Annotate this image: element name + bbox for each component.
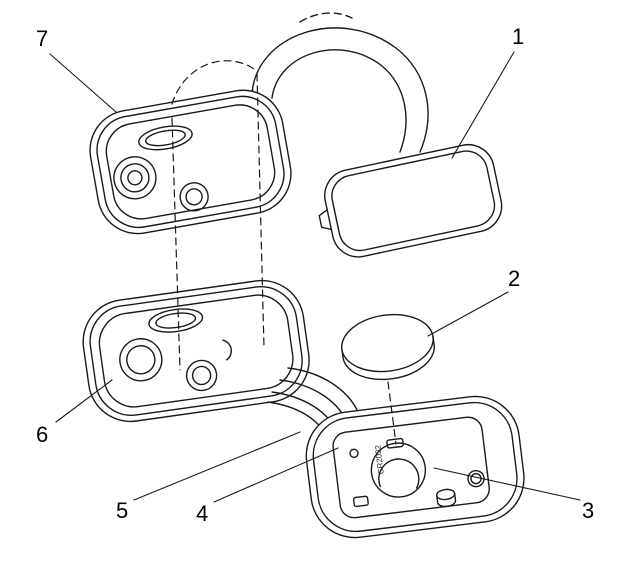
battery-holder [370, 442, 427, 498]
upper-small-button [179, 182, 209, 212]
upper-large-button [113, 156, 157, 200]
alignment-dashes [171, 60, 397, 445]
board-component-dot [349, 448, 359, 459]
middle-housing-part [82, 279, 310, 423]
leader-line-5 [133, 431, 301, 501]
leader-line-6 [55, 379, 113, 423]
cover-flap-part [318, 143, 503, 258]
battery-part [341, 313, 435, 381]
middle-small-opening [185, 359, 218, 392]
board-component [352, 495, 369, 508]
cover-strap [251, 12, 429, 153]
callout-4: 4 [196, 501, 209, 526]
flap-tab [318, 209, 333, 231]
circuit-board [332, 416, 490, 519]
leader-line-4 [213, 447, 339, 503]
callout-2: 2 [508, 266, 521, 291]
middle-crescent-detail [222, 339, 232, 361]
leader-line-1 [451, 51, 515, 159]
upper-cover-part [89, 89, 292, 235]
battery-side [341, 335, 435, 381]
upper-cover-outline [89, 89, 292, 235]
middle-housing-outline [82, 279, 310, 423]
leader-line-3 [433, 467, 581, 501]
leader-line-2 [427, 291, 509, 337]
housing-post-right [467, 469, 485, 488]
upper-oval-slot [138, 125, 193, 151]
lower-housing-part: CR2032 [305, 395, 525, 539]
leader-line-7 [49, 53, 117, 113]
callout-1: 1 [512, 24, 525, 49]
leader-lines [49, 51, 581, 503]
middle-large-opening [119, 338, 163, 382]
middle-oval-slot [148, 308, 204, 333]
battery-clip [386, 437, 404, 449]
callout-6: 6 [36, 422, 49, 447]
callout-3: 3 [582, 498, 595, 523]
strap-hidden-dashes [299, 12, 353, 23]
callout-7: 7 [36, 26, 49, 51]
callout-5: 5 [116, 498, 129, 523]
battery-marking-text: CR2032 [373, 444, 386, 475]
